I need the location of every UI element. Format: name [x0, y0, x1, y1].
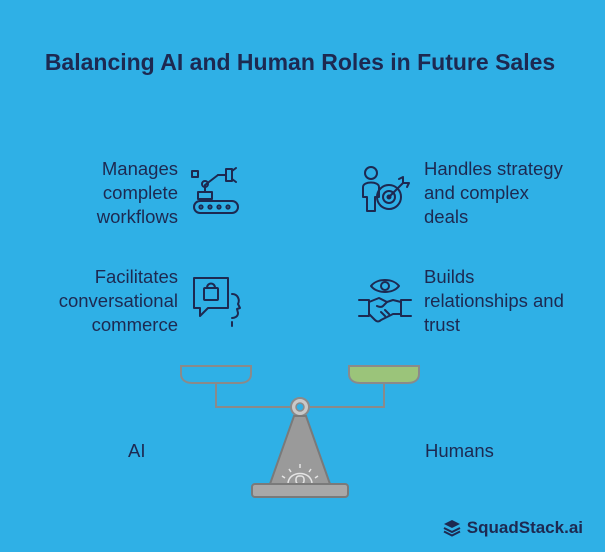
ai-pan [180, 365, 252, 384]
brand-name: SquadStack.ai [466, 518, 583, 537]
robot-arm-icon [191, 167, 239, 214]
ai-label: AI [128, 440, 146, 461]
stack-logo-icon [443, 520, 461, 537]
human-strategy-text: Handles strategy and complex deals [424, 158, 563, 227]
person-target-icon [362, 166, 410, 212]
page-title: Balancing AI and Human Roles in Future S… [44, 49, 556, 75]
humans-label: Humans [425, 440, 494, 461]
brand-logo: SquadStack.ai [443, 518, 583, 538]
handshake-eye-icon [358, 279, 412, 323]
ai-commerce-text: Facilitates conversational commerce [58, 266, 178, 335]
balance-scale [180, 365, 420, 498]
human-pan [348, 365, 420, 384]
ai-workflows-text: Manages complete workflows [96, 158, 178, 227]
chat-shopping-icon [193, 277, 241, 327]
human-relationships-text: Builds relationships and trust [424, 266, 564, 335]
